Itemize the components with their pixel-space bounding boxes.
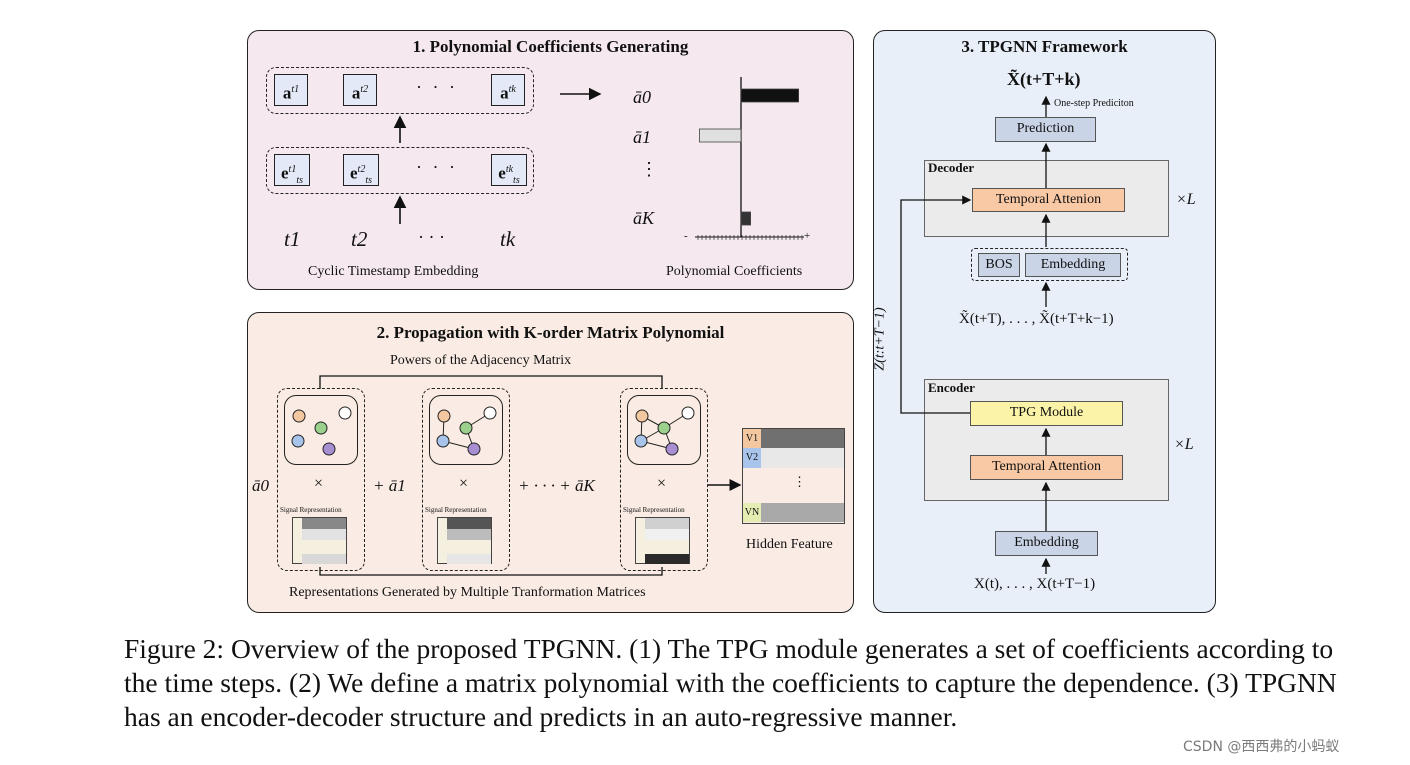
- times-sign: ×: [657, 475, 667, 492]
- hidden-row-v2: [761, 448, 844, 468]
- panel1-graphics: [393, 77, 804, 240]
- watermark: CSDN @西西弗的小蚂蚁: [1183, 739, 1340, 755]
- panel-title: 1. Polynomial Coefficients Generating: [412, 37, 689, 56]
- e-embedding-t1: et1ts: [274, 154, 310, 186]
- coef-label-1: ā1: [633, 127, 651, 147]
- coef-label-dots: ⋮: [640, 159, 658, 179]
- panel2-brackets: [319, 375, 742, 576]
- a-vector-t2: at2: [343, 74, 377, 106]
- polynomial-coefficients-panel: 1. Polynomial Coefficients Generating at…: [247, 30, 854, 290]
- coef-bar-1: [698, 128, 742, 143]
- coef-bar-0: [740, 88, 799, 103]
- hidden-row-v1: [761, 429, 844, 448]
- output-label: X̃(t+T+k): [1007, 69, 1081, 89]
- axis-minus: -: [684, 230, 688, 242]
- hidden-row-label-vn: VN: [743, 503, 761, 522]
- polynomial-coefficients-caption: Polynomial Coefficients: [666, 264, 803, 279]
- time-t2: t2: [351, 227, 368, 251]
- decoder-embedding-box: Embedding: [1025, 253, 1121, 277]
- a-ellipsis: · · ·: [416, 77, 458, 97]
- coef-label-0: ā0: [633, 87, 651, 107]
- hidden-row-vn: [761, 503, 844, 522]
- axis-plus: +: [804, 230, 811, 242]
- propagation-panel: 2. Propagation with K-order Matrix Polyn…: [247, 312, 854, 613]
- decoder-label: Decoder: [928, 160, 975, 175]
- signal-label: Signal Representation: [280, 506, 342, 514]
- a-vector-tk: atk: [491, 74, 525, 106]
- graph-box-K: [627, 395, 701, 465]
- cyclic-timestamp-caption: Cyclic Timestamp Embedding: [308, 264, 479, 279]
- encoder-embedding-box: Embedding: [995, 531, 1098, 556]
- bos-box: BOS: [978, 253, 1020, 277]
- e-embedding-t2: et2ts: [343, 154, 379, 186]
- signal-matrix-0: [292, 517, 347, 564]
- temporal-attenion-box: Temporal Attenion: [972, 188, 1125, 212]
- prediction-box: Prediction: [995, 117, 1096, 142]
- coef-bar-2: [740, 211, 752, 226]
- e-embedding-tk: etkts: [491, 154, 527, 186]
- representations-label: Representations Generated by Multiple Tr…: [289, 585, 646, 600]
- a-vector-t1: at1: [274, 74, 308, 106]
- temporal-attention-box: Temporal Attention: [970, 455, 1123, 480]
- decoder-input-label: X̃(t+T), . . . , X̃(t+T+k−1): [959, 311, 1114, 327]
- encoder-input-label: X(t), . . . , X(t+T−1): [974, 576, 1096, 592]
- signal-matrix-K: [635, 517, 690, 564]
- times-sign: ×: [314, 475, 324, 492]
- tpgnn-framework-panel: 3. TPGNN Framework X̃(t+T+k) One-step Pr…: [873, 30, 1216, 613]
- term-aK: + · · · + āK: [518, 476, 595, 495]
- a-vector-group: [266, 67, 534, 114]
- term-a1: + ā1: [373, 476, 406, 495]
- signal-matrix-1: [437, 517, 492, 564]
- signal-label: Signal Representation: [425, 506, 487, 514]
- figure-caption: Figure 2: Overview of the proposed TPGNN…: [124, 633, 1337, 732]
- hidden-row-label-v1: V1: [743, 429, 761, 448]
- time-ellipsis: · · ·: [418, 227, 445, 247]
- decoder-input-group: [971, 248, 1128, 281]
- graph-box-0: [284, 395, 358, 465]
- coef-axis-ticks: [697, 235, 803, 240]
- term-a0: ā0: [252, 476, 269, 495]
- panel-title: 3. TPGNN Framework: [961, 37, 1128, 56]
- power-group-0: [277, 388, 365, 571]
- tpg-module-box: TPG Module: [970, 401, 1123, 426]
- e-embedding-group: [266, 147, 534, 194]
- decoder-repeat-label: ×L: [1176, 191, 1196, 208]
- power-group-K: [620, 388, 708, 571]
- coef-bars: [698, 88, 799, 226]
- panel-title: 2. Propagation with K-order Matrix Polyn…: [376, 323, 725, 342]
- time-t1: t1: [284, 227, 301, 251]
- e-ellipsis: · · ·: [416, 157, 458, 177]
- powers-adjacency-label: Powers of the Adjacency Matrix: [390, 353, 572, 368]
- hidden-feature-label: Hidden Feature: [746, 537, 833, 552]
- power-group-1: [422, 388, 510, 571]
- encoder-repeat-label: ×L: [1174, 436, 1194, 453]
- coef-label-K: āK: [633, 208, 655, 228]
- one-step-label: One-step Prediciton: [1054, 98, 1134, 109]
- time-tk: tk: [500, 227, 516, 251]
- graph-box-1: [429, 395, 503, 465]
- hidden-row-label-v2: V2: [743, 448, 761, 468]
- hidden-row-dots: ⋮: [793, 474, 806, 489]
- signal-label: Signal Representation: [623, 506, 685, 514]
- encoder-label: Encoder: [928, 380, 975, 395]
- hidden-feature-matrix: V1 V2 ⋮ VN: [742, 428, 845, 524]
- times-sign: ×: [459, 475, 469, 492]
- framework-arrows: [900, 95, 1051, 574]
